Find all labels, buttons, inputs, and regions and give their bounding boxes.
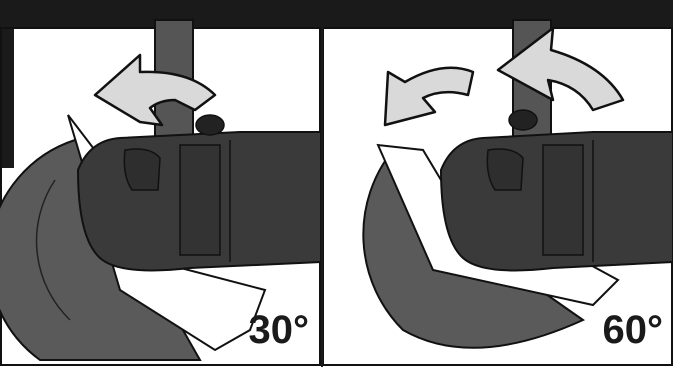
rotation-arrow-outer xyxy=(385,68,473,125)
panel-30-degrees: 30° xyxy=(0,0,321,367)
side-bar xyxy=(0,28,14,168)
spindle-lock xyxy=(509,110,537,130)
angle-label-30: 30° xyxy=(249,308,310,353)
spindle-lock xyxy=(196,115,224,135)
gear-housing xyxy=(180,145,220,255)
header-bar xyxy=(323,0,673,28)
body-detail xyxy=(487,149,523,190)
angle-label-60: 60° xyxy=(603,308,664,353)
body-detail xyxy=(124,149,160,190)
panel-60-degrees: 60° xyxy=(323,0,673,367)
gear-housing xyxy=(543,145,583,255)
